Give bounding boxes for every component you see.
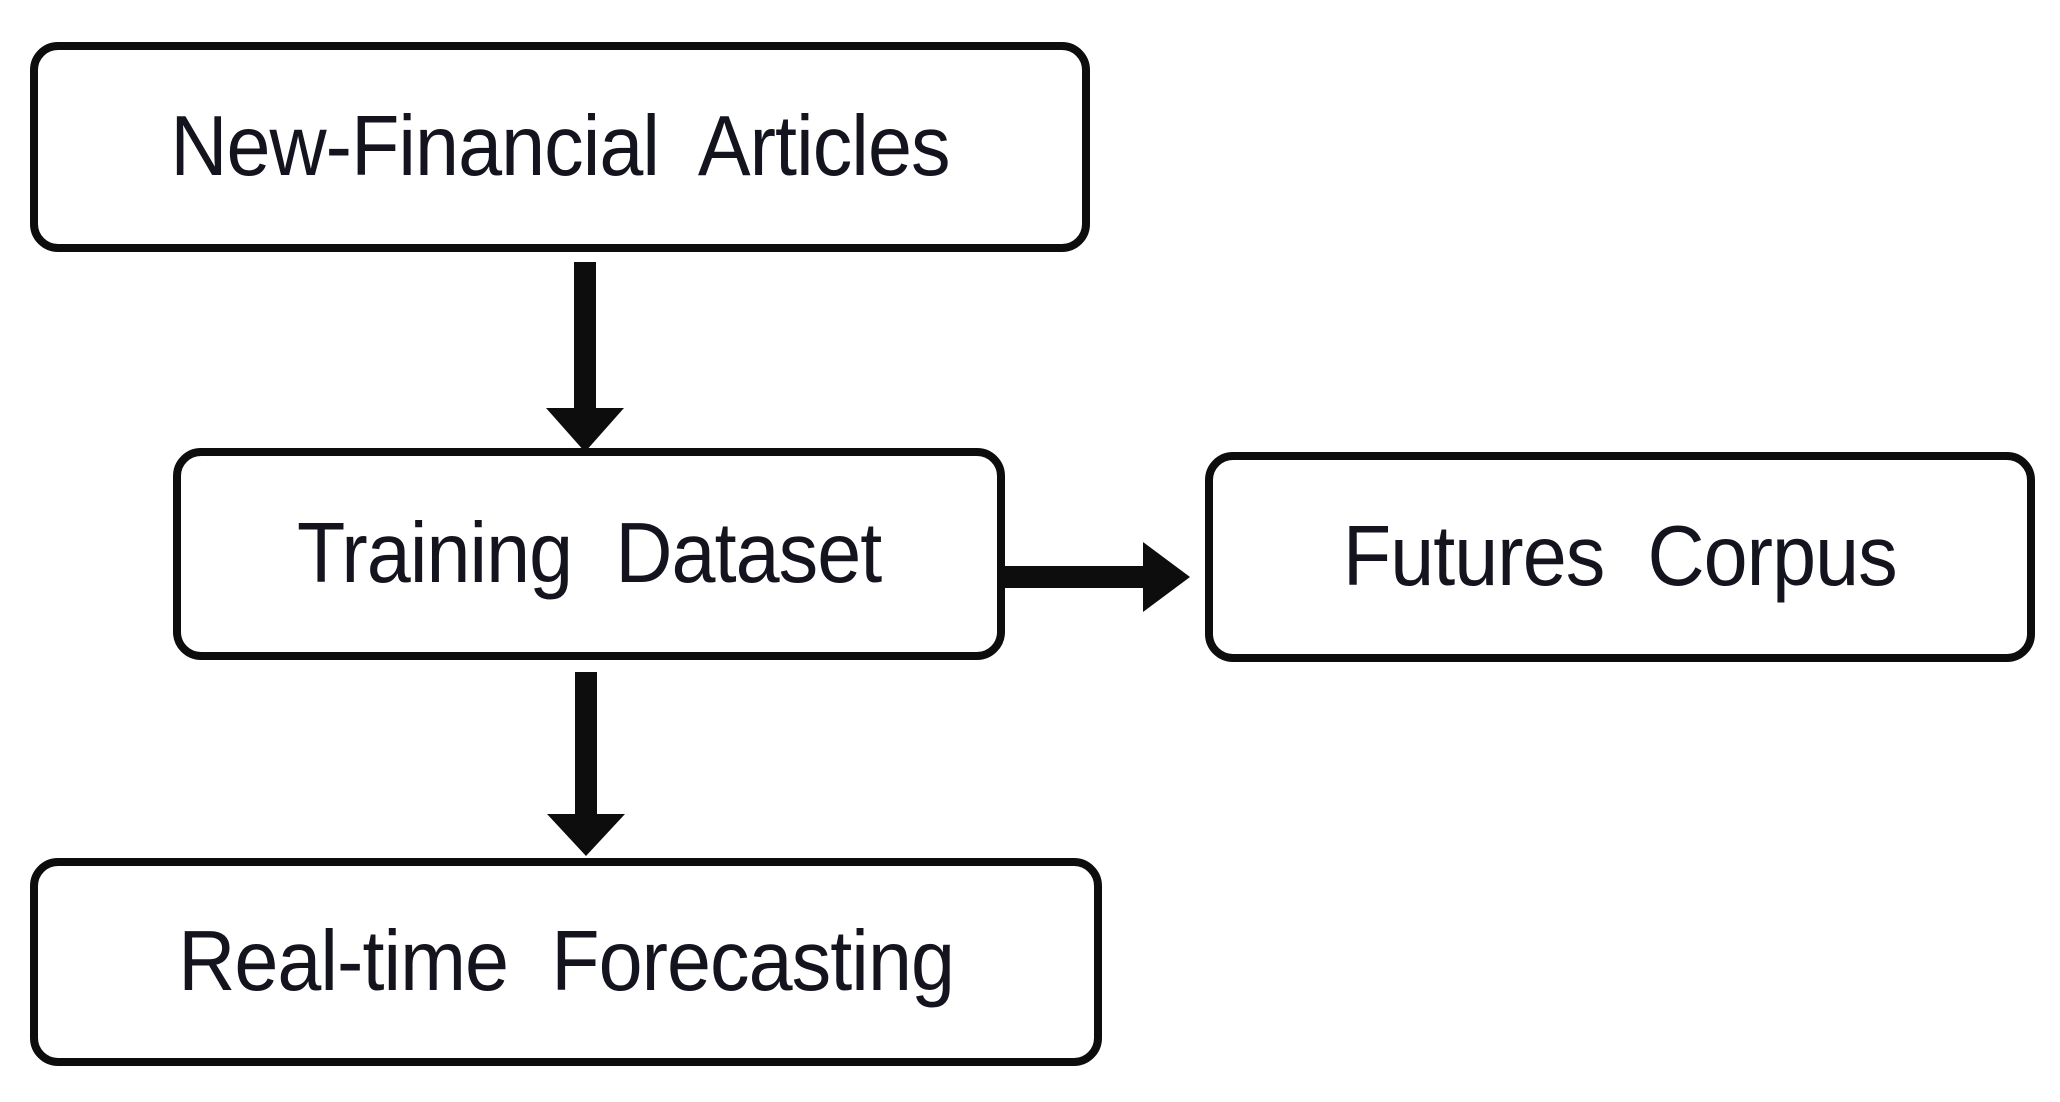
node-real-time-forecasting-label: Real-time Forecasting	[178, 914, 955, 1009]
node-futures-corpus-label: Futures Corpus	[1343, 509, 1898, 604]
arrow-articles-to-training-icon	[546, 262, 624, 452]
node-training-dataset-label: Training Dataset	[296, 506, 882, 601]
node-training-dataset: Training Dataset	[173, 448, 1005, 660]
arrow-training-to-corpus-icon	[1005, 542, 1190, 612]
arrow-training-to-forecasting-icon	[547, 672, 625, 856]
node-new-financial-articles: New-Financial Articles	[30, 42, 1090, 252]
node-new-financial-articles-label: New-Financial Articles	[170, 99, 950, 194]
node-futures-corpus: Futures Corpus	[1205, 452, 2035, 662]
node-real-time-forecasting: Real-time Forecasting	[30, 858, 1102, 1066]
